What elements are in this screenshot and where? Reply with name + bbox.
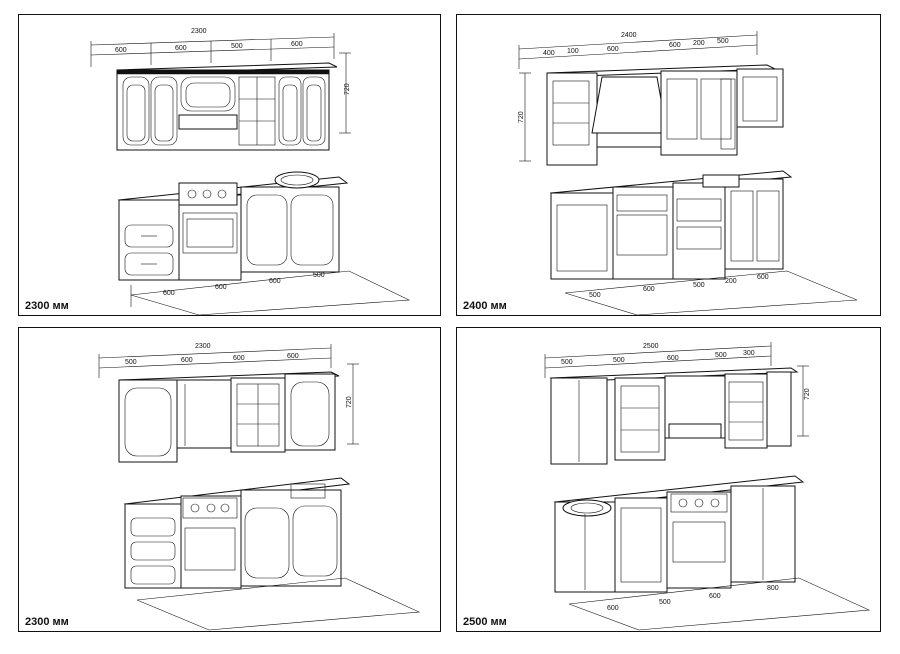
kitchen-layout-panel-2: 2400 400 100 600 600 200 500 720 [456,14,881,316]
bottom-segment-dimension: 600 [269,278,281,285]
kitchen-drawing-3: 2300 500 600 600 600 720 [98,343,421,631]
top-segment-dimension: 600 [181,357,193,364]
bottom-segment-dimension: 500 [693,282,705,289]
panel-caption: 2300 мм [25,300,69,312]
top-segment-dimension: 600 [667,355,679,362]
top-total-dimension: 2300 [191,28,207,35]
kitchen-drawing-2: 2400 400 100 600 600 200 500 720 [518,31,858,316]
top-segment-dimension: 600 [291,41,303,48]
bottom-segment-dimension: 600 [709,593,721,600]
top-segment-dimension: 500 [613,357,625,364]
base-cabinets [549,170,793,280]
top-total-dimension: 2400 [621,32,637,39]
base-cabinets [117,171,349,281]
bottom-segment-dimension: 500 [313,272,325,279]
base-cabinets [553,475,805,593]
bottom-segment-dimension: 800 [767,585,779,592]
top-segment-dimension: 600 [175,45,187,52]
top-segment-dimension: 600 [233,355,245,362]
top-segment-dimension: 200 [693,40,705,47]
panel-caption: 2500 мм [463,616,507,628]
top-segment-dimension: 600 [287,353,299,360]
wall-cabinets [118,371,340,463]
panel-caption: 2400 мм [463,300,507,312]
top-segment-dimension: 600 [115,47,127,54]
top-segment-dimension: 300 [743,350,755,357]
wall-cabinets [116,62,338,151]
bottom-segment-dimension: 500 [589,292,601,299]
height-dimension: 720 [346,396,353,408]
panel-caption: 2300 мм [25,616,69,628]
wall-cabinets [546,64,784,166]
height-dimension: 720 [804,388,811,400]
kitchen-drawing-4: 2500 500 500 600 500 300 720 [544,342,871,631]
height-dimension: 720 [518,111,525,123]
kitchen-layout-panel-4: 2500 500 500 600 500 300 720 [456,327,881,632]
bottom-segment-dimension: 600 [607,605,619,612]
bottom-segment-dimension: 600 [643,286,655,293]
kitchen-drawing-1: 2300 600 600 500 600 720 [90,28,411,316]
top-segment-dimension: 500 [717,38,729,45]
bottom-segment-dimension: 200 [725,278,737,285]
bottom-segment-dimension: 600 [163,290,175,297]
bottom-segment-dimension: 500 [659,599,671,606]
top-total-dimension: 2500 [643,343,659,350]
height-dimension: 720 [344,83,351,95]
top-segment-dimension: 100 [567,48,579,55]
top-segment-dimension: 400 [543,50,555,57]
wall-cabinets [549,367,799,465]
top-segment-dimension: 500 [561,359,573,366]
kitchen-layout-panel-3: 2300 500 600 600 600 720 [18,327,441,632]
base-cabinets [123,477,351,589]
top-segment-dimension: 600 [607,46,619,53]
kitchen-layout-panel-1: 2300 600 600 500 600 720 [18,14,441,316]
bottom-segment-dimension: 600 [757,274,769,281]
top-segment-dimension: 500 [125,359,137,366]
top-segment-dimension: 500 [715,352,727,359]
top-segment-dimension: 500 [231,43,243,50]
bottom-segment-dimension: 600 [215,284,227,291]
top-segment-dimension: 600 [669,42,681,49]
top-total-dimension: 2300 [195,343,211,350]
